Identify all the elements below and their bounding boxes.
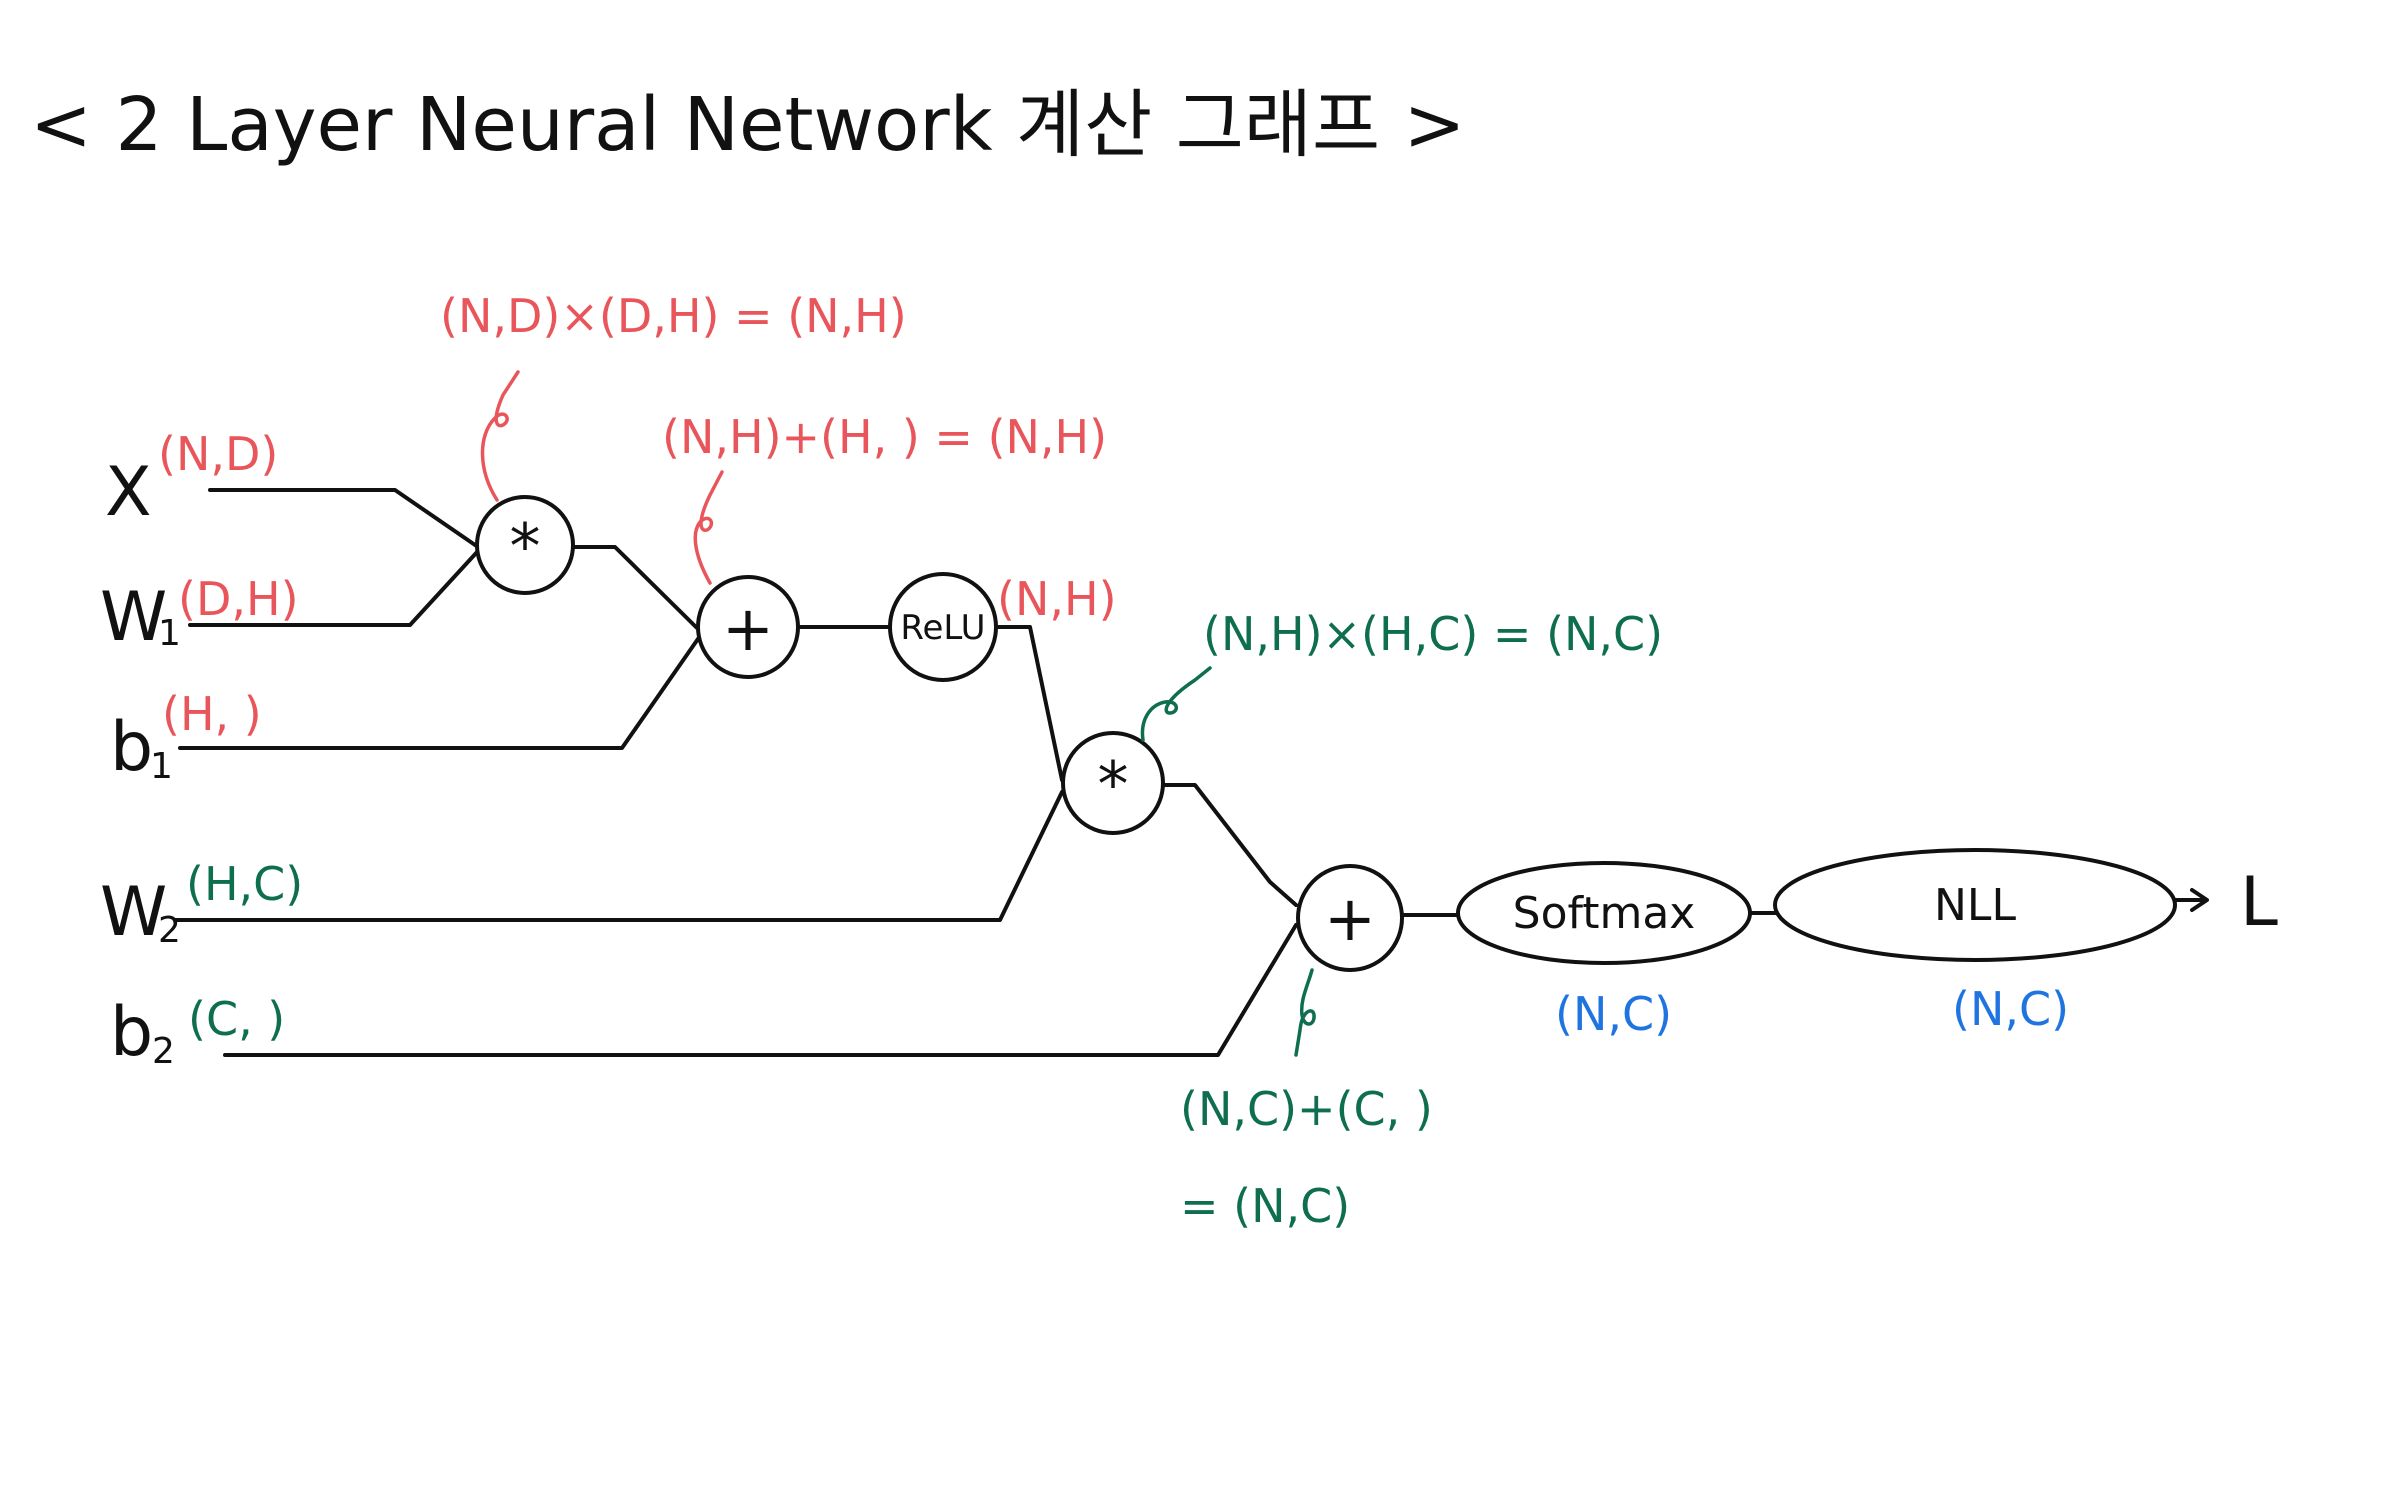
input-w1-symbol: W [100, 578, 167, 657]
wires [173, 488, 2209, 1057]
wire-x-mul1 [208, 488, 480, 549]
arrow-head-icon [2190, 888, 2209, 912]
page-title: < 2 Layer Neural Network 계산 그래프 > [30, 82, 1466, 168]
annotation-add1: (N,H)+(H, ) = (N,H) [662, 410, 1107, 464]
node-nll: NLL [1773, 848, 2177, 962]
node-nll-ellipse [1773, 848, 2177, 962]
wire-w1-mul1 [188, 549, 480, 627]
input-b1-subscript: 1 [150, 746, 173, 787]
node-mul2: * [1061, 731, 1165, 835]
annotation-add2-line2: = (N,C) [1180, 1179, 1350, 1233]
node-mul1-circle [475, 495, 575, 595]
input-b1-symbol: b [110, 708, 153, 787]
wire-b1-add1 [178, 634, 702, 750]
input-w2-shape: (H,C) [186, 857, 303, 911]
input-labels: X (N,D) W 1 (D,H) b 1 (H, ) W 2 (H,C) b … [100, 427, 303, 1072]
node-softmax-label: Softmax [1513, 888, 1696, 939]
leader-mul2 [1140, 666, 1212, 742]
node-relu: ReLU [888, 572, 998, 682]
annotation-relu: (N,H) [997, 572, 1117, 626]
annotation-leaders [480, 370, 1316, 1057]
node-add1-label: + [722, 592, 774, 665]
node-add1: + [696, 575, 800, 679]
annotation-mul2: (N,H)×(H,C) = (N,C) [1203, 607, 1663, 661]
output-label: L [2240, 863, 2278, 942]
node-add2-label: + [1324, 882, 1376, 955]
input-w2-symbol: W [100, 873, 167, 952]
leader-mul1 [480, 370, 520, 502]
input-w2-subscript: 2 [158, 910, 181, 951]
wire-mul1-add1 [570, 545, 699, 630]
node-softmax: Softmax [1456, 861, 1752, 965]
leader-add1 [693, 470, 724, 585]
wire-b2-add2 [223, 923, 1298, 1057]
input-b2-shape: (C, ) [188, 992, 285, 1046]
wire-w2-mul2 [173, 790, 1064, 922]
node-relu-label: ReLU [900, 608, 985, 648]
wire-relu-mul2 [994, 625, 1064, 782]
annotation-softmax: (N,C) [1555, 987, 1672, 1041]
leader-add2 [1294, 968, 1316, 1057]
annotation-nll: (N,C) [1952, 982, 2069, 1036]
wire-mul2-add2 [1163, 783, 1298, 907]
node-nll-label: NLL [1934, 880, 2016, 931]
node-mul2-circle [1061, 731, 1165, 835]
node-softmax-ellipse [1456, 861, 1752, 965]
input-b2-symbol: b [110, 993, 153, 1072]
input-b1-shape: (H, ) [162, 687, 262, 741]
node-add2-circle [1296, 864, 1404, 972]
node-add1-circle [696, 575, 800, 679]
node-mul1-label: * [510, 510, 541, 583]
node-relu-circle [888, 572, 998, 682]
input-w1-shape: (D,H) [178, 572, 299, 626]
annotations: (N,D)×(D,H) = (N,H) (N,H)+(H, ) = (N,H) … [440, 289, 2069, 1233]
input-w1-subscript: 1 [158, 613, 181, 654]
annotation-mul1: (N,D)×(D,H) = (N,H) [440, 289, 907, 343]
input-x-symbol: X [105, 453, 152, 532]
node-mul1: * [475, 495, 575, 595]
node-add2: + [1296, 864, 1404, 972]
node-mul2-label: * [1098, 748, 1129, 821]
annotation-add2-line1: (N,C)+(C, ) [1180, 1082, 1433, 1136]
input-b2-subscript: 2 [152, 1031, 175, 1072]
input-x-shape: (N,D) [158, 427, 278, 481]
